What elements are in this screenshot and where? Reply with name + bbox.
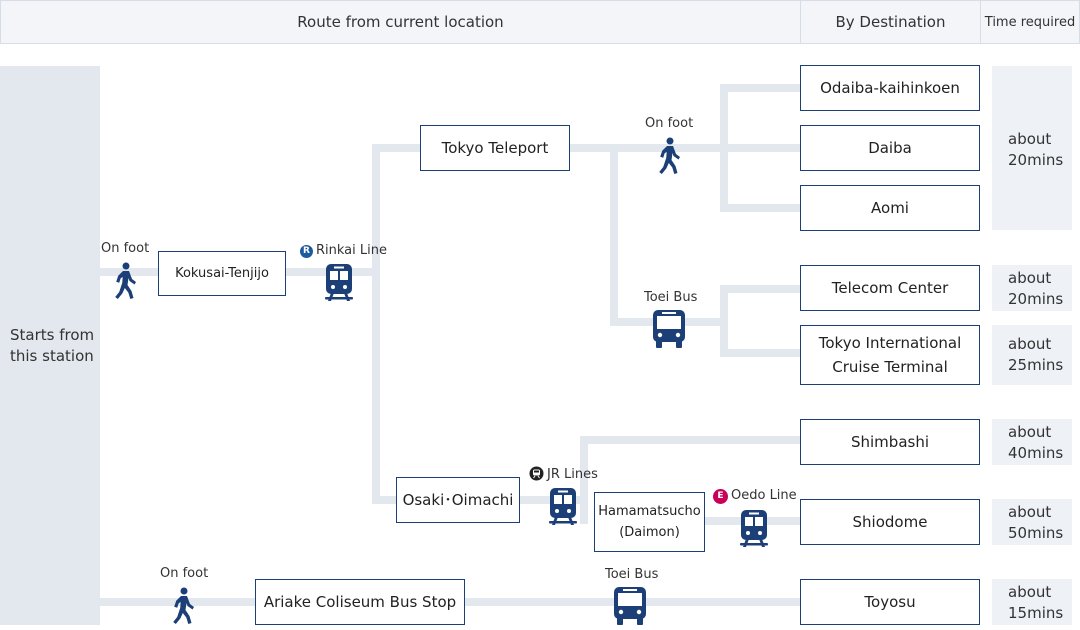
station-hamamatsucho-label-2: (Daimon)	[619, 525, 680, 540]
rail-odaiba-h	[720, 84, 800, 92]
header-time-label: Time required	[984, 14, 1076, 30]
mode-label-toei-bus-1: Toei Bus	[644, 290, 698, 305]
walking-person-icon	[656, 137, 682, 179]
train-icon	[549, 487, 577, 531]
time-cell-shiodome-line1: about	[1008, 503, 1052, 521]
time-cell-odaiba-line1: about	[1008, 130, 1052, 148]
station-kokusai-tenjijo[interactable]: Kokusai-Tenjijo	[158, 251, 286, 296]
walking-person-icon	[170, 587, 196, 629]
walking-person-icon	[112, 262, 138, 304]
destination-cruise-label-2: Cruise Terminal	[832, 358, 948, 376]
rail-teleport-h	[372, 144, 800, 152]
time-cell-cruise-line2: 25mins	[1008, 356, 1064, 374]
start-label-line1: Starts from	[10, 326, 95, 344]
destination-telecom-center[interactable]: Telecom Center	[800, 265, 980, 311]
destination-shimbashi[interactable]: Shimbashi	[800, 419, 980, 465]
destination-shiodome-label: Shiodome	[852, 513, 928, 531]
station-ariake-coliseum[interactable]: Ariake Coliseum Bus Stop	[255, 579, 465, 625]
destination-aomi[interactable]: Aomi	[800, 185, 980, 231]
rail-foot-v	[720, 84, 728, 212]
time-cell-telecom-line2: 20mins	[1008, 290, 1064, 308]
station-kokusai-tenjijo-label: Kokusai-Tenjijo	[175, 266, 269, 281]
rail-aomi-h	[720, 204, 800, 212]
station-tokyo-teleport-label: Tokyo Teleport	[441, 139, 549, 157]
mode-label-toei-bus-2: Toei Bus	[605, 567, 659, 582]
oedo-line-icon: E	[713, 489, 728, 504]
time-cell-cruise: about 25mins	[992, 325, 1072, 385]
rinkai-line-icon: R	[300, 245, 313, 258]
header-route-label: Route from current location	[297, 13, 504, 31]
destination-aomi-label: Aomi	[871, 199, 909, 217]
start-label-line2: this station	[10, 347, 94, 365]
train-icon	[740, 509, 768, 553]
destination-toyosu[interactable]: Toyosu	[800, 579, 980, 625]
mode-label-on-foot-2: On foot	[645, 116, 694, 131]
station-tokyo-teleport[interactable]: Tokyo Teleport	[420, 125, 570, 171]
rail-cruise-h	[720, 349, 800, 357]
destination-daiba-label: Daiba	[868, 139, 912, 157]
rail-osaki-h	[372, 496, 396, 504]
destination-odaiba-label: Odaiba-kaihinkoen	[820, 79, 960, 97]
destination-odaiba-kaihinkoen[interactable]: Odaiba-kaihinkoen	[800, 65, 980, 111]
header-route: Route from current location	[0, 0, 801, 44]
destination-telecom-label: Telecom Center	[831, 279, 949, 297]
rail-bus-v	[610, 148, 618, 326]
rail-bus-split-v	[720, 285, 728, 357]
destination-toyosu-label: Toyosu	[864, 593, 916, 611]
time-cell-toyosu: about 15mins	[992, 579, 1072, 625]
mode-label-on-foot-1: On foot	[101, 241, 150, 256]
start-column	[0, 66, 100, 625]
header-destination-label: By Destination	[835, 13, 946, 31]
mode-label-oedo-text: Oedo Line	[731, 488, 797, 503]
rail-jr-v	[580, 436, 588, 524]
time-cell-odaiba-line2: 20mins	[1008, 151, 1064, 169]
bus-icon	[613, 586, 647, 630]
jr-logo-icon	[529, 466, 544, 481]
destination-shimbashi-label: Shimbashi	[850, 433, 929, 451]
time-cell-shimbashi: about 40mins	[992, 419, 1072, 465]
time-cell-telecom-line1: about	[1008, 269, 1052, 287]
station-ariake-coliseum-label: Ariake Coliseum Bus Stop	[263, 593, 457, 611]
time-cell-telecom: about 20mins	[992, 265, 1072, 311]
destination-shiodome[interactable]: Shiodome	[800, 499, 980, 545]
header-time: Time required	[980, 0, 1080, 44]
mode-label-jr-text: JR Lines	[547, 467, 598, 482]
destination-cruise-terminal[interactable]: Tokyo International Cruise Terminal	[800, 325, 980, 385]
rail-telecom-h	[720, 285, 800, 293]
mode-label-jr: JR Lines	[529, 466, 598, 482]
rail-main-v	[372, 144, 380, 504]
station-osaki-oimachi[interactable]: Osaki･Oimachi	[396, 477, 520, 523]
header-destination: By Destination	[800, 0, 981, 44]
time-cell-shimbashi-line2: 40mins	[1008, 444, 1064, 462]
destination-daiba[interactable]: Daiba	[800, 125, 980, 171]
mode-label-rinkai-text: Rinkai Line	[316, 243, 387, 258]
time-cell-shiodome: about 50mins	[992, 499, 1072, 545]
station-hamamatsucho[interactable]: Hamamatsucho (Daimon)	[594, 492, 705, 552]
station-hamamatsucho-label-1: Hamamatsucho	[598, 504, 701, 519]
bus-icon	[652, 309, 686, 353]
time-cell-odaiba-group: about 20mins	[992, 66, 1072, 230]
time-cell-toyosu-line1: about	[1008, 583, 1052, 601]
time-cell-toyosu-line2: 15mins	[1008, 604, 1064, 622]
station-osaki-oimachi-label: Osaki･Oimachi	[402, 491, 514, 509]
rail-shimbashi-h	[580, 436, 800, 444]
destination-cruise-label-1: Tokyo International	[818, 334, 962, 352]
mode-label-on-foot-3: On foot	[160, 566, 209, 581]
time-cell-shimbashi-line1: about	[1008, 423, 1052, 441]
start-label: Starts from this station	[10, 325, 94, 367]
time-cell-cruise-line1: about	[1008, 335, 1052, 353]
train-icon	[325, 263, 353, 307]
time-cell-shiodome-line2: 50mins	[1008, 524, 1064, 542]
